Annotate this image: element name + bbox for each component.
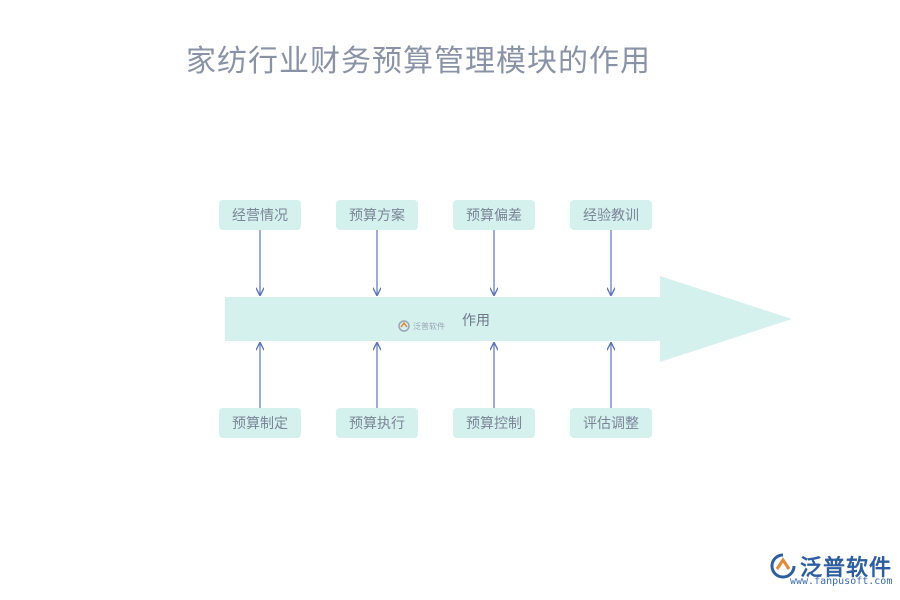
page-title: 家纺行业财务预算管理模块的作用	[186, 44, 651, 79]
watermark-logo-icon	[398, 320, 410, 332]
top-box-1: 经营情况	[219, 200, 301, 230]
brand-logo-icon	[770, 553, 796, 579]
top-box-3: 预算偏差	[453, 200, 535, 230]
top-box-2: 预算方案	[336, 200, 418, 230]
bottom-box-1: 预算制定	[219, 408, 301, 438]
top-box-4: 经验教训	[570, 200, 652, 230]
bottom-box-4: 评估调整	[570, 408, 652, 438]
watermark: 泛普软件	[398, 320, 445, 332]
brand-name: 泛普软件	[800, 556, 893, 581]
bottom-box-2: 预算执行	[336, 408, 418, 438]
bottom-box-3: 预算控制	[453, 408, 535, 438]
brand-url: www.fanpusoft.com	[790, 576, 893, 587]
watermark-text: 泛普软件	[413, 321, 445, 331]
main-arrow-shape	[225, 276, 792, 362]
center-label: 作用	[462, 313, 490, 329]
brand-logo: 泛普软件	[770, 550, 892, 582]
